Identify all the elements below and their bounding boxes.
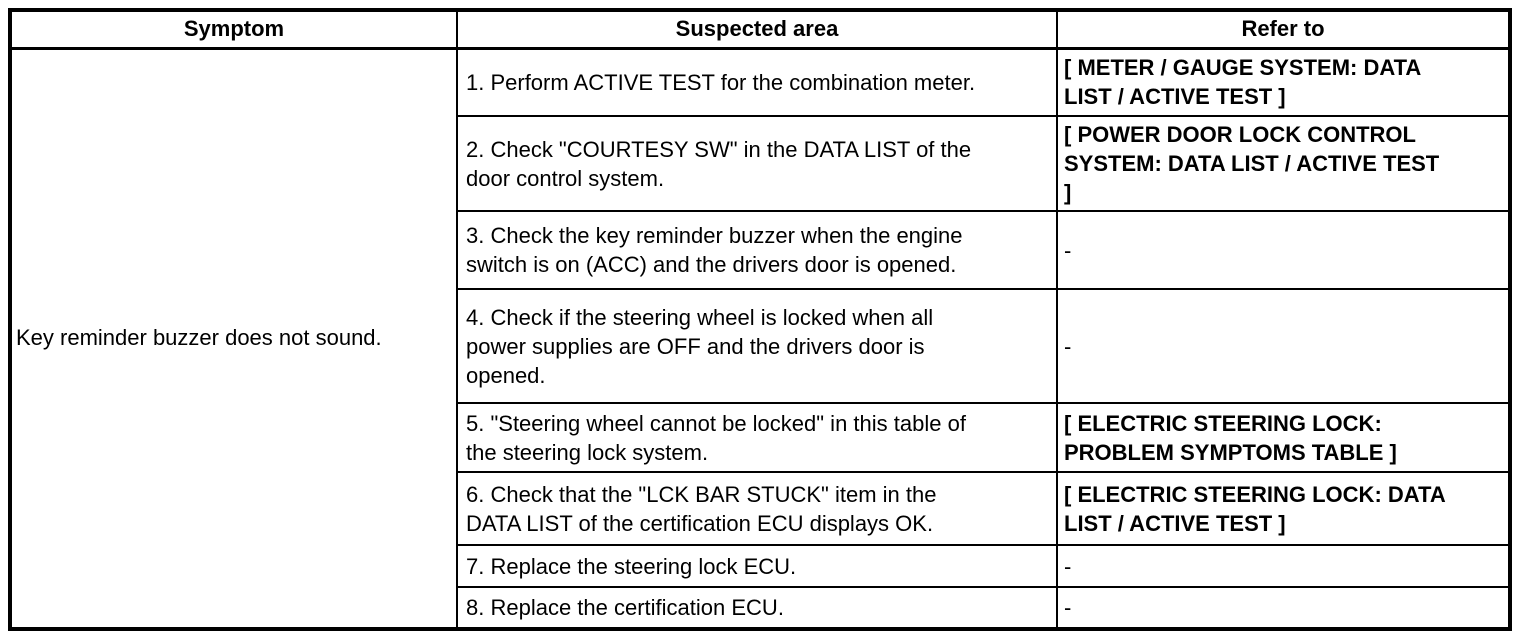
refer-to-cell: - <box>1056 288 1511 404</box>
suspected-area-cell: 1. Perform ACTIVE TEST for the combinati… <box>456 47 1058 117</box>
refer-to-reference[interactable]: [ POWER DOOR LOCK CONTROL SYSTEM: DATA L… <box>1056 115 1511 212</box>
column-header-symptom: Symptom <box>9 9 458 50</box>
refer-to-reference[interactable]: [ ELECTRIC STEERING LOCK: PROBLEM SYMPTO… <box>1056 402 1511 473</box>
table-row: 7. Replace the steering lock ECU. - <box>10 544 1511 588</box>
refer-to-cell: - <box>1056 544 1511 588</box>
suspected-area-cell: 7. Replace the steering lock ECU. <box>456 544 1058 588</box>
suspected-area-cell: 4. Check if the steering wheel is locked… <box>456 288 1058 404</box>
table-row: 8. Replace the certification ECU. - <box>10 586 1511 630</box>
column-header-suspected-area: Suspected area <box>456 9 1058 50</box>
suspected-area-cell: 6. Check that the "LCK BAR STUCK" item i… <box>456 471 1058 546</box>
suspected-area-cell: 2. Check "COURTESY SW" in the DATA LIST … <box>456 115 1058 212</box>
table-row: 5. "Steering wheel cannot be locked" in … <box>10 402 1511 473</box>
refer-to-reference[interactable]: [ ELECTRIC STEERING LOCK: DATA LIST / AC… <box>1056 471 1511 546</box>
table-row: 3. Check the key reminder buzzer when th… <box>10 210 1511 290</box>
column-header-refer-to: Refer to <box>1056 9 1511 50</box>
suspected-area-cell: 8. Replace the certification ECU. <box>456 586 1058 630</box>
table-row: 6. Check that the "LCK BAR STUCK" item i… <box>10 471 1511 546</box>
problem-symptoms-table: Symptom Suspected area Refer to Key remi… <box>8 8 1512 631</box>
suspected-area-cell: 3. Check the key reminder buzzer when th… <box>456 210 1058 290</box>
header-row: Symptom Suspected area Refer to <box>9 9 1511 50</box>
table-row: Key reminder buzzer does not sound. 1. P… <box>9 47 1511 630</box>
table-row: 2. Check "COURTESY SW" in the DATA LIST … <box>10 115 1511 212</box>
refer-to-reference[interactable]: [ METER / GAUGE SYSTEM: DATA LIST / ACTI… <box>1056 47 1511 117</box>
refer-to-cell: - <box>1056 586 1511 630</box>
suspected-area-cell: 5. "Steering wheel cannot be locked" in … <box>456 402 1058 473</box>
symptom-cell: Key reminder buzzer does not sound. <box>9 47 458 630</box>
refer-to-cell: - <box>1056 210 1511 290</box>
table-row: 4. Check if the steering wheel is locked… <box>10 288 1511 404</box>
